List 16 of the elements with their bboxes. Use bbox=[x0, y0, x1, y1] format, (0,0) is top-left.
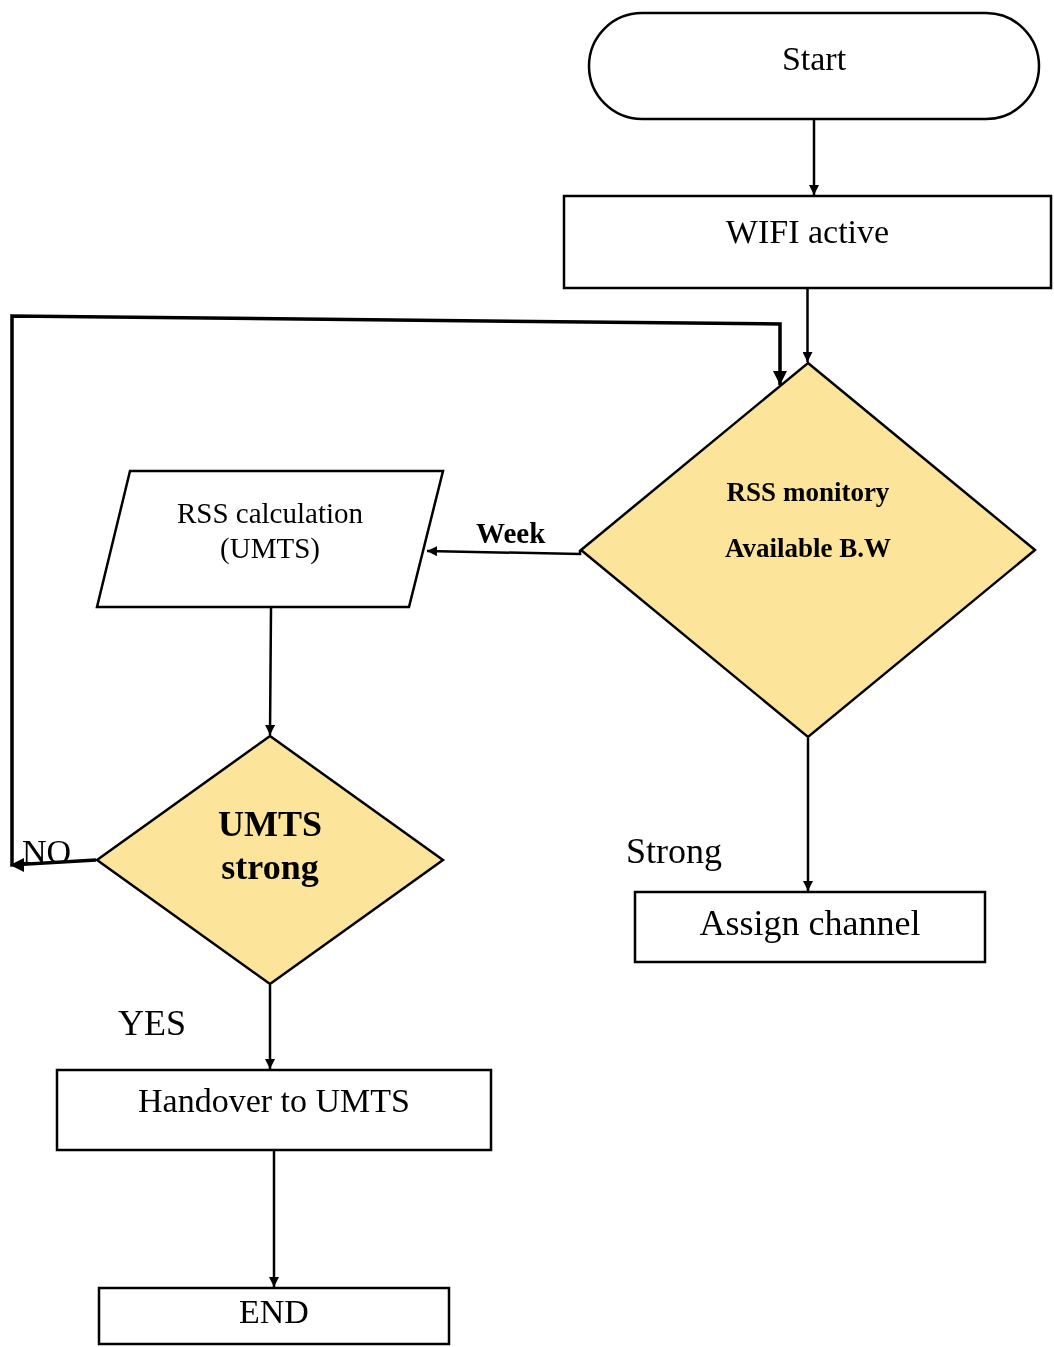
node-text: Available B.W bbox=[725, 532, 891, 565]
decision-diamond bbox=[580, 362, 1036, 738]
node-text: END bbox=[239, 1291, 309, 1332]
process-box bbox=[56, 1069, 492, 1151]
process-box bbox=[634, 891, 986, 963]
node-text: Start bbox=[781, 38, 847, 79]
process-box bbox=[563, 195, 1052, 289]
data-parallelogram bbox=[96, 470, 444, 608]
node-text: Assign channel bbox=[699, 902, 921, 946]
node-text: WIFI active bbox=[725, 211, 890, 252]
terminal-box bbox=[98, 1287, 450, 1345]
node-text: RSS calculation (UMTS) bbox=[175, 496, 365, 566]
decision-diamond bbox=[96, 735, 444, 985]
node-text: UMTS strong bbox=[217, 802, 323, 889]
node-text: Handover to UMTS bbox=[138, 1080, 410, 1121]
node-text: RSS monitory bbox=[726, 475, 890, 508]
